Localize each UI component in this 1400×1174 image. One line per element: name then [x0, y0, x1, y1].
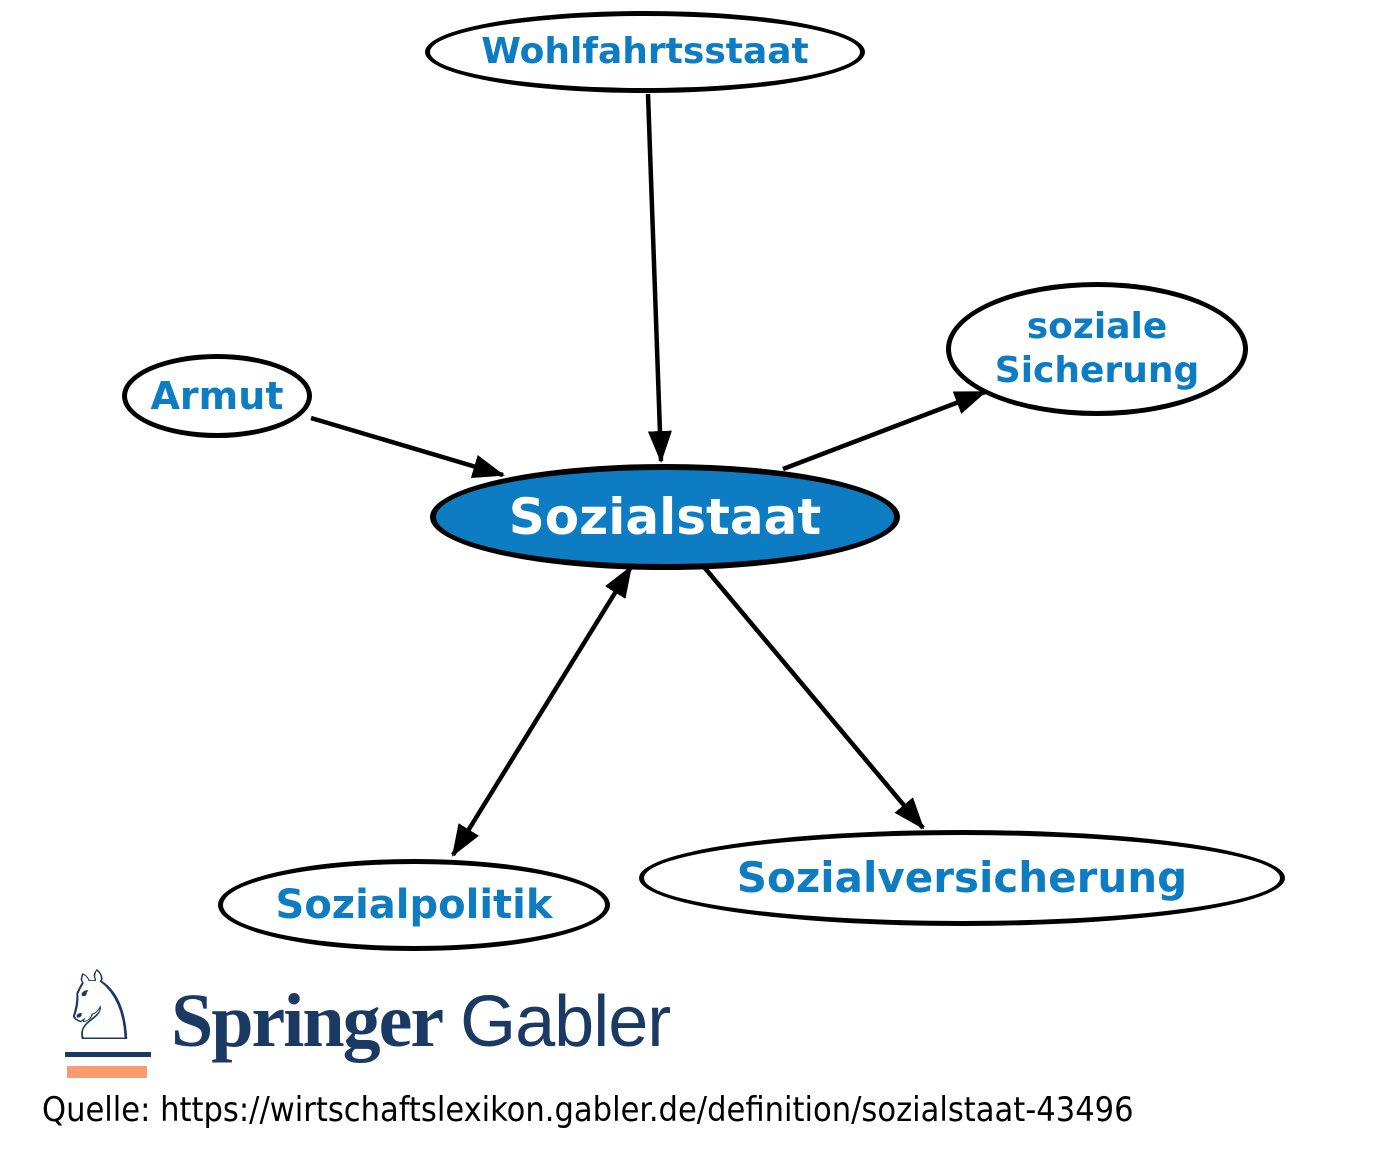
brand-text: Springer Gabler — [171, 978, 671, 1065]
horse-baseline-rule — [65, 1052, 151, 1057]
node-armut: Armut — [122, 354, 312, 438]
node-wohlfahrtsstaat-label: Wohlfahrtsstaat — [481, 31, 809, 73]
node-sozialversicherung-label: Sozialversicherung — [736, 853, 1188, 903]
edge-sozialstaat-sozialversicherung — [702, 565, 925, 830]
node-sozialversicherung: Sozialversicherung — [639, 830, 1285, 926]
node-sozialpolitik-label: Sozialpolitik — [275, 881, 553, 928]
node-sozialstaat: Sozialstaat — [430, 464, 900, 570]
node-armut-label: Armut — [150, 373, 284, 418]
source-line: Quelle: https://wirtschaftslexikon.gable… — [42, 1090, 1134, 1130]
edge-wohlfahrtsstaat-sozialstaat — [645, 93, 672, 463]
springer-gabler-logo: ♘ Springer Gabler — [55, 956, 755, 1090]
brand-springer-wordmark: Springer — [171, 979, 444, 1063]
edge-sozialstaat-soziale-sicherung — [782, 389, 987, 472]
horse-orange-underline — [67, 1066, 147, 1078]
edge-armut-sozialstaat — [310, 415, 505, 478]
node-wohlfahrtsstaat: Wohlfahrtsstaat — [425, 11, 865, 93]
edge-sozialstaat-sozialpolitik — [451, 565, 633, 857]
springer-horse-icon: ♘ — [57, 950, 144, 1062]
node-soziale-sicherung: soziale Sicherung — [946, 282, 1248, 416]
node-soziale-sicherung-label: soziale Sicherung — [994, 306, 1200, 391]
node-sozialstaat-label: Sozialstaat — [508, 487, 822, 546]
brand-gabler-wordmark: Gabler — [460, 982, 671, 1062]
node-sozialpolitik: Sozialpolitik — [218, 859, 610, 951]
